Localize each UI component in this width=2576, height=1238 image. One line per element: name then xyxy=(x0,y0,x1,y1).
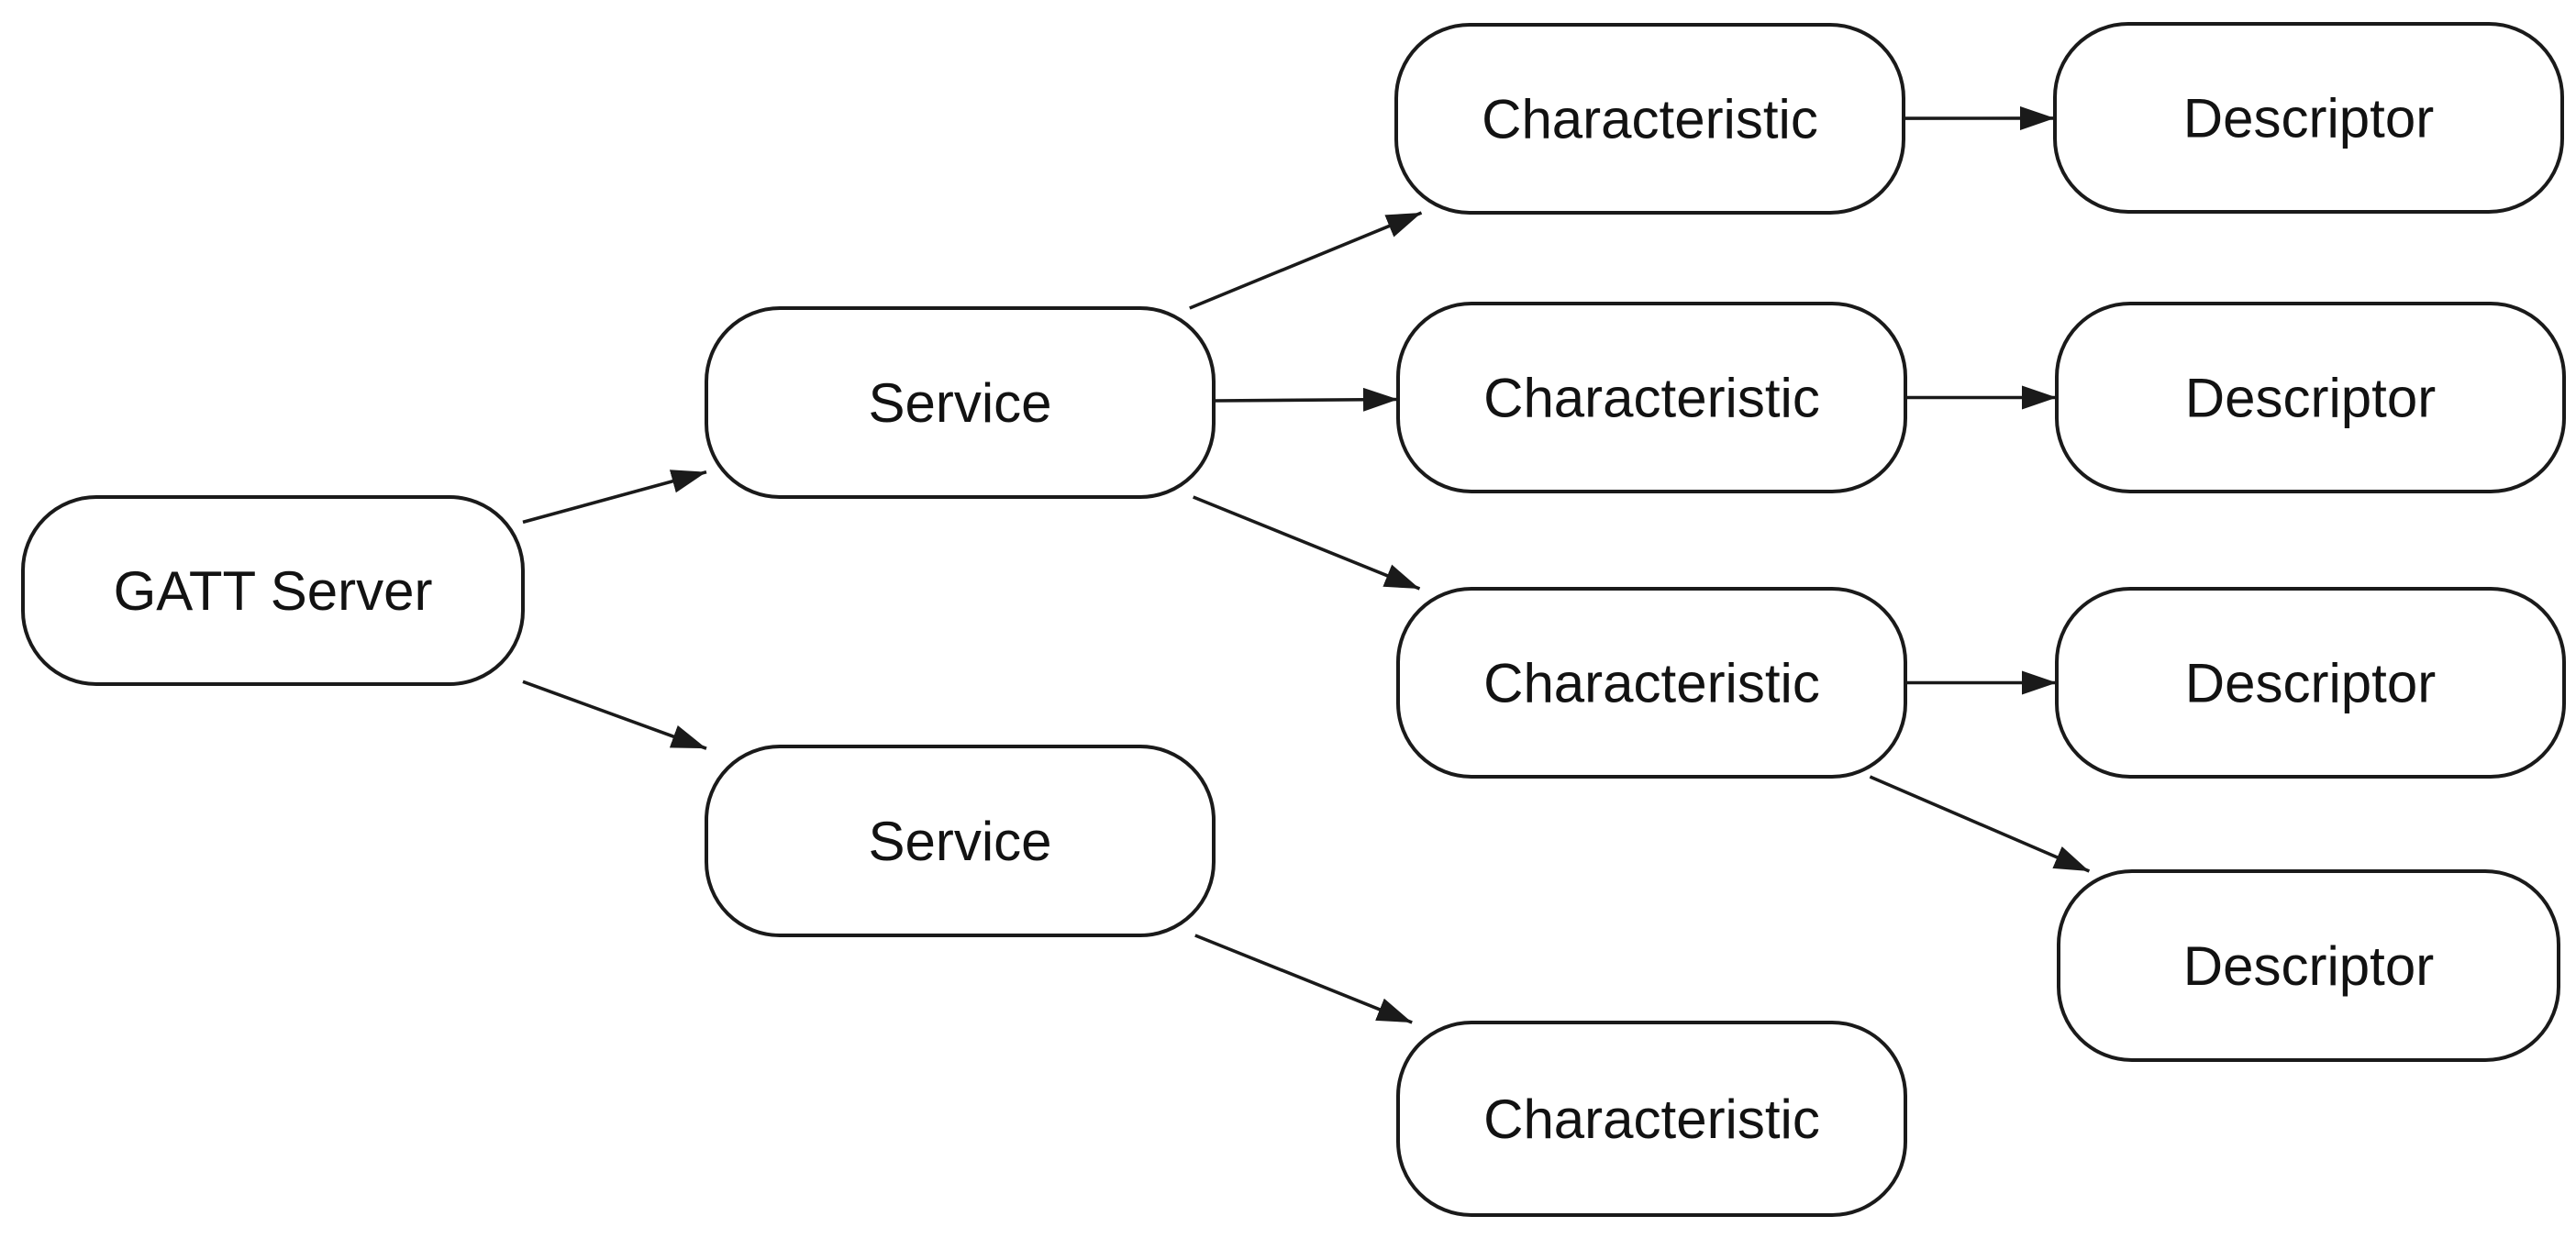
node-label-descriptor-1: Descriptor xyxy=(2183,88,2434,149)
node-shape-descriptor-1 xyxy=(2053,22,2564,214)
node-gatt-server: GATT Server xyxy=(21,495,525,686)
node-shape-characteristic-2 xyxy=(1396,302,1907,493)
node-label-descriptor-3: Descriptor xyxy=(2185,653,2436,714)
node-characteristic-1: Characteristic xyxy=(1394,23,1905,215)
node-descriptor-2: Descriptor xyxy=(2055,302,2566,493)
node-label-descriptor-2: Descriptor xyxy=(2185,368,2436,429)
edge-service-1-to-characteristic-1 xyxy=(1189,211,1423,310)
edge-characteristic-3-to-descriptor-4 xyxy=(1869,775,2091,873)
node-shape-service-1 xyxy=(705,306,1216,499)
node-characteristic-3: Characteristic xyxy=(1396,587,1907,779)
node-label-characteristic-1: Characteristic xyxy=(1482,89,1818,150)
node-service-1: Service xyxy=(705,306,1216,499)
node-shape-characteristic-1 xyxy=(1394,23,1905,215)
node-shape-gatt-server xyxy=(21,495,525,686)
node-shape-descriptor-3 xyxy=(2055,587,2566,779)
node-descriptor-3: Descriptor xyxy=(2055,587,2566,779)
edge-layer xyxy=(522,105,2091,1024)
node-label-service-1: Service xyxy=(868,372,1051,434)
edge-gatt-server-to-service-1 xyxy=(522,470,707,525)
node-descriptor-1: Descriptor xyxy=(2053,22,2564,214)
node-label-characteristic-2: Characteristic xyxy=(1483,368,1820,429)
node-characteristic-4: Characteristic xyxy=(1396,1021,1907,1217)
edge-service-1-to-characteristic-3 xyxy=(1193,495,1421,591)
node-label-descriptor-4: Descriptor xyxy=(2183,935,2434,997)
edge-gatt-server-to-service-2 xyxy=(522,680,707,750)
node-descriptor-4: Descriptor xyxy=(2057,869,2560,1062)
node-characteristic-2: Characteristic xyxy=(1396,302,1907,493)
edge-service-2-to-characteristic-4 xyxy=(1194,934,1413,1024)
node-shape-characteristic-3 xyxy=(1396,587,1907,779)
node-service-2: Service xyxy=(705,745,1216,937)
node-shape-descriptor-4 xyxy=(2057,869,2560,1062)
node-shape-service-2 xyxy=(705,745,1216,937)
node-shape-descriptor-2 xyxy=(2055,302,2566,493)
node-label-characteristic-4: Characteristic xyxy=(1483,1089,1820,1150)
node-label-characteristic-3: Characteristic xyxy=(1483,653,1820,714)
node-shape-characteristic-4 xyxy=(1396,1021,1907,1217)
node-label-service-2: Service xyxy=(868,811,1051,872)
edge-service-1-to-characteristic-2 xyxy=(1213,387,1399,412)
node-label-gatt-server: GATT Server xyxy=(114,560,433,622)
node-layer: GATT ServerServiceServiceCharacteristicC… xyxy=(21,22,2566,1217)
